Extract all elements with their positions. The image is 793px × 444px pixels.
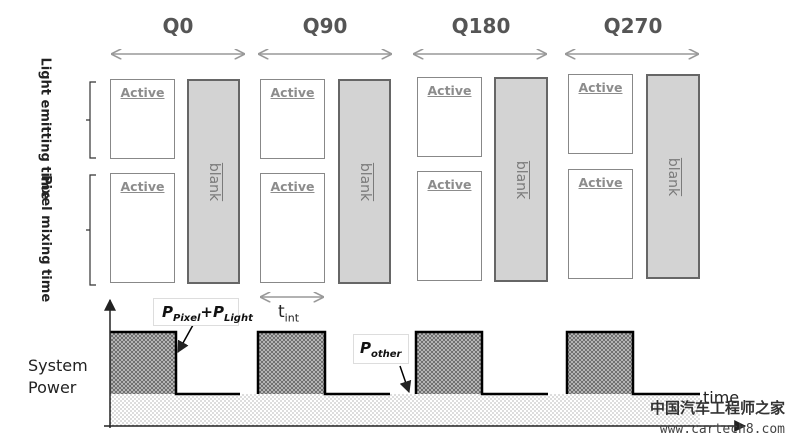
phase-title-q0: Q0 (162, 14, 194, 38)
t-int-label: tint (278, 302, 299, 324)
callout-pointer-pixel-light (177, 324, 194, 354)
active-panel-light-q90: Active (260, 79, 325, 159)
system-power-line1: System (28, 356, 88, 375)
callout-p2: P (213, 303, 224, 321)
active-label: Active (270, 85, 315, 100)
phase-title-q90: Q90 (302, 14, 348, 38)
power-pulse-q90 (258, 332, 325, 394)
active-panel-light-q270: Active (568, 74, 633, 154)
system-power-line2: Power (28, 378, 77, 397)
active-label: Active (270, 179, 315, 194)
blank-label: blank (513, 160, 529, 199)
callout-plus: + (200, 303, 213, 321)
t-int-t: t (278, 302, 285, 322)
row-label-light-emitting: Light emitting time (38, 58, 53, 200)
blank-column-q270: blank (646, 74, 700, 279)
active-panel-light-q0: Active (110, 79, 175, 159)
active-label: Active (578, 175, 623, 190)
blank-column-q90: blank (338, 79, 391, 284)
active-label: Active (427, 83, 472, 98)
blank-label: blank (356, 162, 373, 201)
watermark-cn: 中国汽车工程师之家 (649, 399, 785, 417)
phase-title-q180: Q180 (451, 14, 511, 38)
callout-sub: other (371, 349, 402, 360)
power-trace (110, 330, 700, 396)
power-pulse-q180 (416, 332, 482, 394)
active-panel-light-q180: Active (417, 77, 482, 157)
callout-sub1: Pixel (173, 313, 201, 324)
base-power-fill (110, 394, 700, 426)
blank-label: blank (205, 162, 222, 201)
active-label: Active (578, 80, 623, 95)
system-power-label: System Power (28, 355, 88, 399)
bracket-light-emitting (86, 81, 96, 159)
phase-title-q270: Q270 (603, 14, 663, 38)
callout-pointer-other (399, 365, 412, 394)
row-brackets (86, 81, 96, 286)
blank-label: blank (665, 157, 681, 196)
active-panel-mixing-q0: Active (110, 173, 175, 283)
power-pulse-q0 (110, 332, 176, 394)
active-panel-mixing-q180: Active (417, 171, 482, 281)
blank-column-q180: blank (494, 77, 548, 282)
watermark: 中国汽车工程师之家 www.cartech8.com (650, 398, 785, 440)
active-panel-mixing-q90: Active (260, 173, 325, 283)
active-panel-mixing-q270: Active (568, 169, 633, 279)
callout-p-other: Pother (353, 334, 409, 364)
active-label: Active (427, 177, 472, 192)
callout-p-pixel-light: PPixel+PLight (153, 298, 253, 326)
callout-p: P (360, 339, 371, 357)
power-pulse-q270 (567, 332, 633, 394)
watermark-url: www.cartech8.com (659, 422, 785, 437)
callout-sub2: Light (224, 313, 253, 324)
bracket-pixel-mixing (86, 174, 96, 286)
active-label: Active (120, 179, 165, 194)
callout-p1: P (162, 303, 173, 321)
row-label-pixel-mixing: Pixel mixing time (38, 175, 53, 302)
t-int-sub: int (284, 311, 300, 325)
time-axis-label: time (703, 388, 740, 407)
row-label-pixel-mixing-text: Pixel mixing time (38, 175, 53, 303)
blank-column-q0: blank (187, 79, 240, 284)
active-label: Active (120, 85, 165, 100)
power-plot (104, 298, 747, 432)
